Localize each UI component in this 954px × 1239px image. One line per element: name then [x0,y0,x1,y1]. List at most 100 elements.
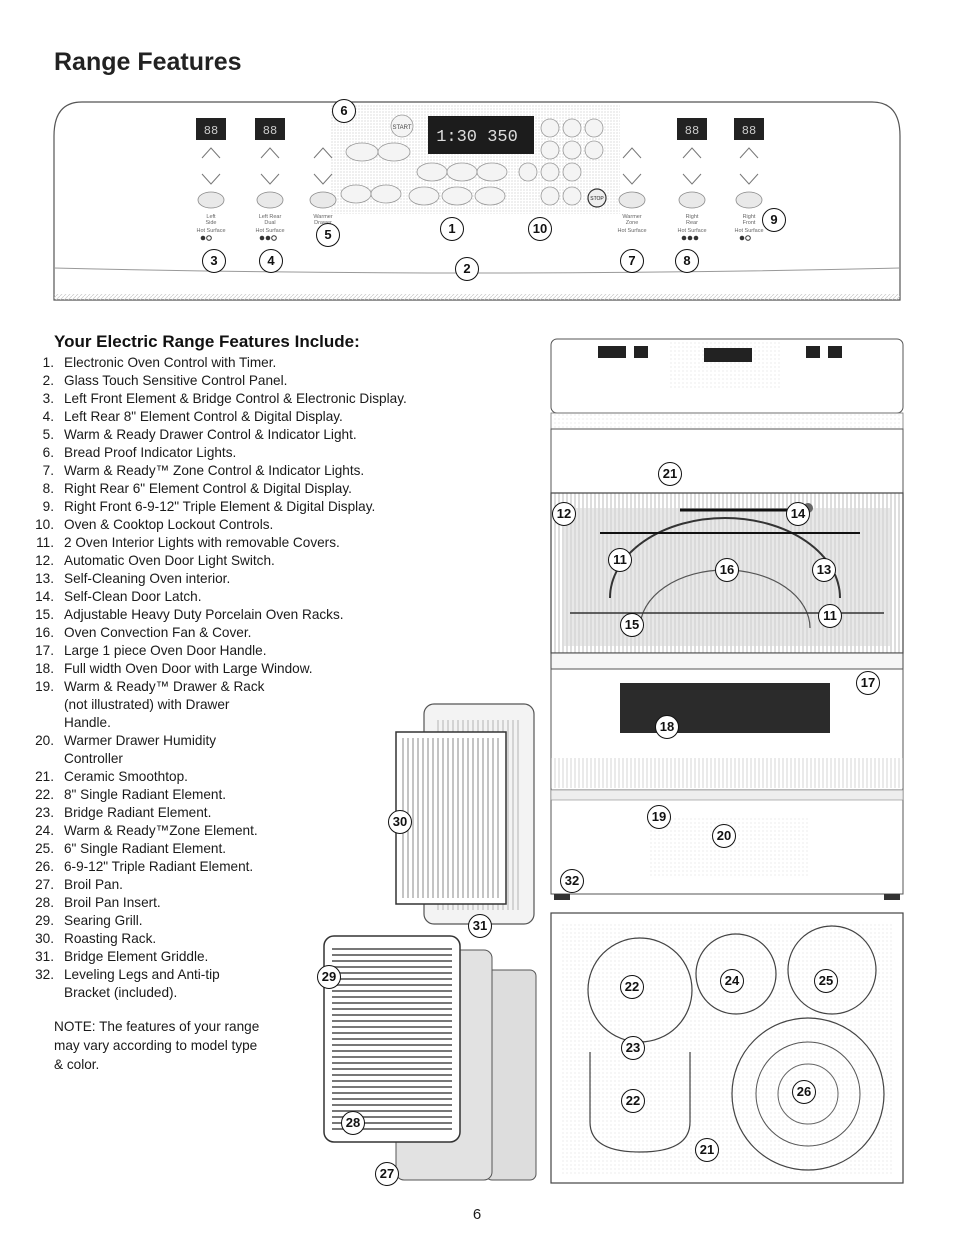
feature-number: 1. [42,355,54,370]
feature-text: Adjustable Heavy Duty Porcelain Oven Rac… [64,607,344,622]
feature-item: 5. Warm & Ready Drawer Control & Indicato… [26,426,496,444]
feature-text: Large 1 piece Oven Door Handle. [64,643,267,658]
callout-25: 25 [814,969,838,993]
feature-number: 19. [35,679,54,694]
callout-16: 16 [715,558,739,582]
feature-item: (not illustrated) with Drawer [26,696,496,714]
feature-item: 29. Searing Grill. [26,912,496,930]
feature-number [26,984,64,1002]
svg-text:Right: Right [743,214,756,220]
callout-22b: 22 [621,1089,645,1113]
feature-item: Handle. [26,714,496,732]
feature-number: 22. [35,787,54,802]
feature-item: 8.Right Rear 6" Element Control & Digita… [26,480,496,498]
feature-text: Bridge Element Griddle. [64,949,209,964]
callout-19: 19 [647,805,671,829]
control-panel-illustration: 88 88 88 88 1:30 350 [52,96,902,302]
callout-23: 23 [621,1036,645,1060]
svg-text:88: 88 [685,124,699,138]
broil-pan [485,969,537,1181]
feature-text: 6" Single Radiant Element. [64,841,227,856]
feature-text: Left Rear 8" Element Control & Digital D… [64,409,343,424]
feature-text: Oven & Cooktop Lockout Controls. [64,517,274,532]
feature-item: 22.8" Single Radiant Element. [26,786,496,804]
callout-4: 4 [259,249,283,273]
feature-number: 32. [35,967,54,982]
feature-number: 29. [35,913,54,928]
feature-item: 30.Roasting Rack. [26,930,496,948]
callout-14: 14 [786,502,810,526]
svg-text:Hot Surface: Hot Surface [617,228,646,234]
feature-text: Left Front Element & Bridge Control & El… [64,391,407,406]
right-rear-display [677,118,707,140]
feature-text: Oven Convection Fan & Cover. [64,625,252,640]
feature-text: Self-Clean Door Latch. [64,589,202,604]
svg-text:Dual: Dual [264,220,275,226]
feature-item: 15. Adjustable Heavy Duty Porcelain Oven … [26,606,496,624]
feature-text: Right Front 6-9-12" Triple Element & Dig… [64,499,376,514]
page-number: 6 [472,1206,482,1223]
callout-21b: 21 [695,1138,719,1162]
feature-number [26,750,64,768]
feature-number: 5. [42,427,54,442]
feature-text: Controller [64,751,123,766]
display-digits: 88 [204,124,218,138]
range-drawing [550,338,904,900]
feature-number: 18. [35,661,54,676]
feature-number: 4. [42,409,54,424]
callout-24: 24 [720,969,744,993]
feature-item: 27.Broil Pan. [26,876,496,894]
svg-text:Hot Surface: Hot Surface [734,228,763,234]
feature-item: 12.Automatic Oven Door Light Switch. [26,552,496,570]
feature-text: Warm & Ready™ Drawer & Rack [64,679,265,694]
callout-8: 8 [675,249,699,273]
feature-text: Searing Grill. [64,913,143,928]
feature-item: 4. Left Rear 8" Element Control & Digital… [26,408,496,426]
callout-27: 27 [375,1162,399,1186]
feature-item: 10.Oven & Cooktop Lockout Controls. [26,516,496,534]
svg-text:88: 88 [263,124,277,138]
callout-32: 32 [560,869,584,893]
feature-item: 18.Full width Oven Door with Large Windo… [26,660,496,678]
feature-item: 7.Warm & Ready™ Zone Control & Indicator… [26,462,496,480]
feature-text: 2 Oven Interior Lights with removable Co… [64,535,340,550]
callout-11b: 11 [818,604,842,628]
note-text: The features of your range may vary acco… [54,1019,260,1072]
cooktop-drawing [550,912,904,1184]
feature-number: 8. [42,481,54,496]
feature-item: 14.Self-Clean Door Latch. [26,588,496,606]
callout-3: 3 [202,249,226,273]
feature-number: 15. [35,607,54,622]
feature-text: Warm & Ready Drawer Control & Indicator … [64,427,357,442]
feature-number: 13. [35,571,54,586]
cooktop-illustration: 22 24 25 23 22 26 21 [550,912,904,1184]
feature-number [26,696,64,714]
feature-text: Handle. [64,715,111,730]
svg-text:Side: Side [205,220,216,226]
callout-21a: 21 [658,462,682,486]
feature-number: 23. [35,805,54,820]
feature-item: 16.Oven Convection Fan & Cover. [26,624,496,642]
svg-text:Rear: Rear [686,220,698,226]
feature-item: 31.Bridge Element Griddle. [26,948,496,966]
feature-item: 13. Self-Cleaning Oven interior. [26,570,496,588]
feature-text: Broil Pan. [64,877,123,892]
right-front-display [734,118,764,140]
feature-text: Warm & Ready™Zone Element. [64,823,258,838]
bridge-element [589,1052,691,1153]
feature-item: 6.Bread Proof Indicator Lights. [26,444,496,462]
feature-text: Self-Cleaning Oven interior. [64,571,231,586]
feature-number: 9. [42,499,54,514]
left-front-display [196,118,226,140]
feature-text: Roasting Rack. [64,931,157,946]
feature-number: 11. [36,535,54,550]
callout-10: 10 [528,217,552,241]
feature-item: 2.Glass Touch Sensitive Control Panel. [26,372,496,390]
feature-number: 6. [42,445,54,460]
feature-item: 19. Warm & Ready™ Drawer & Rack [26,678,496,696]
callout-12: 12 [552,502,576,526]
feature-text: Bracket (included). [64,985,178,1000]
accessories-drawing [323,703,537,1181]
svg-text:Hot Surface: Hot Surface [196,228,225,234]
feature-item: 9. Right Front 6-9-12" Triple Element & D… [26,498,496,516]
